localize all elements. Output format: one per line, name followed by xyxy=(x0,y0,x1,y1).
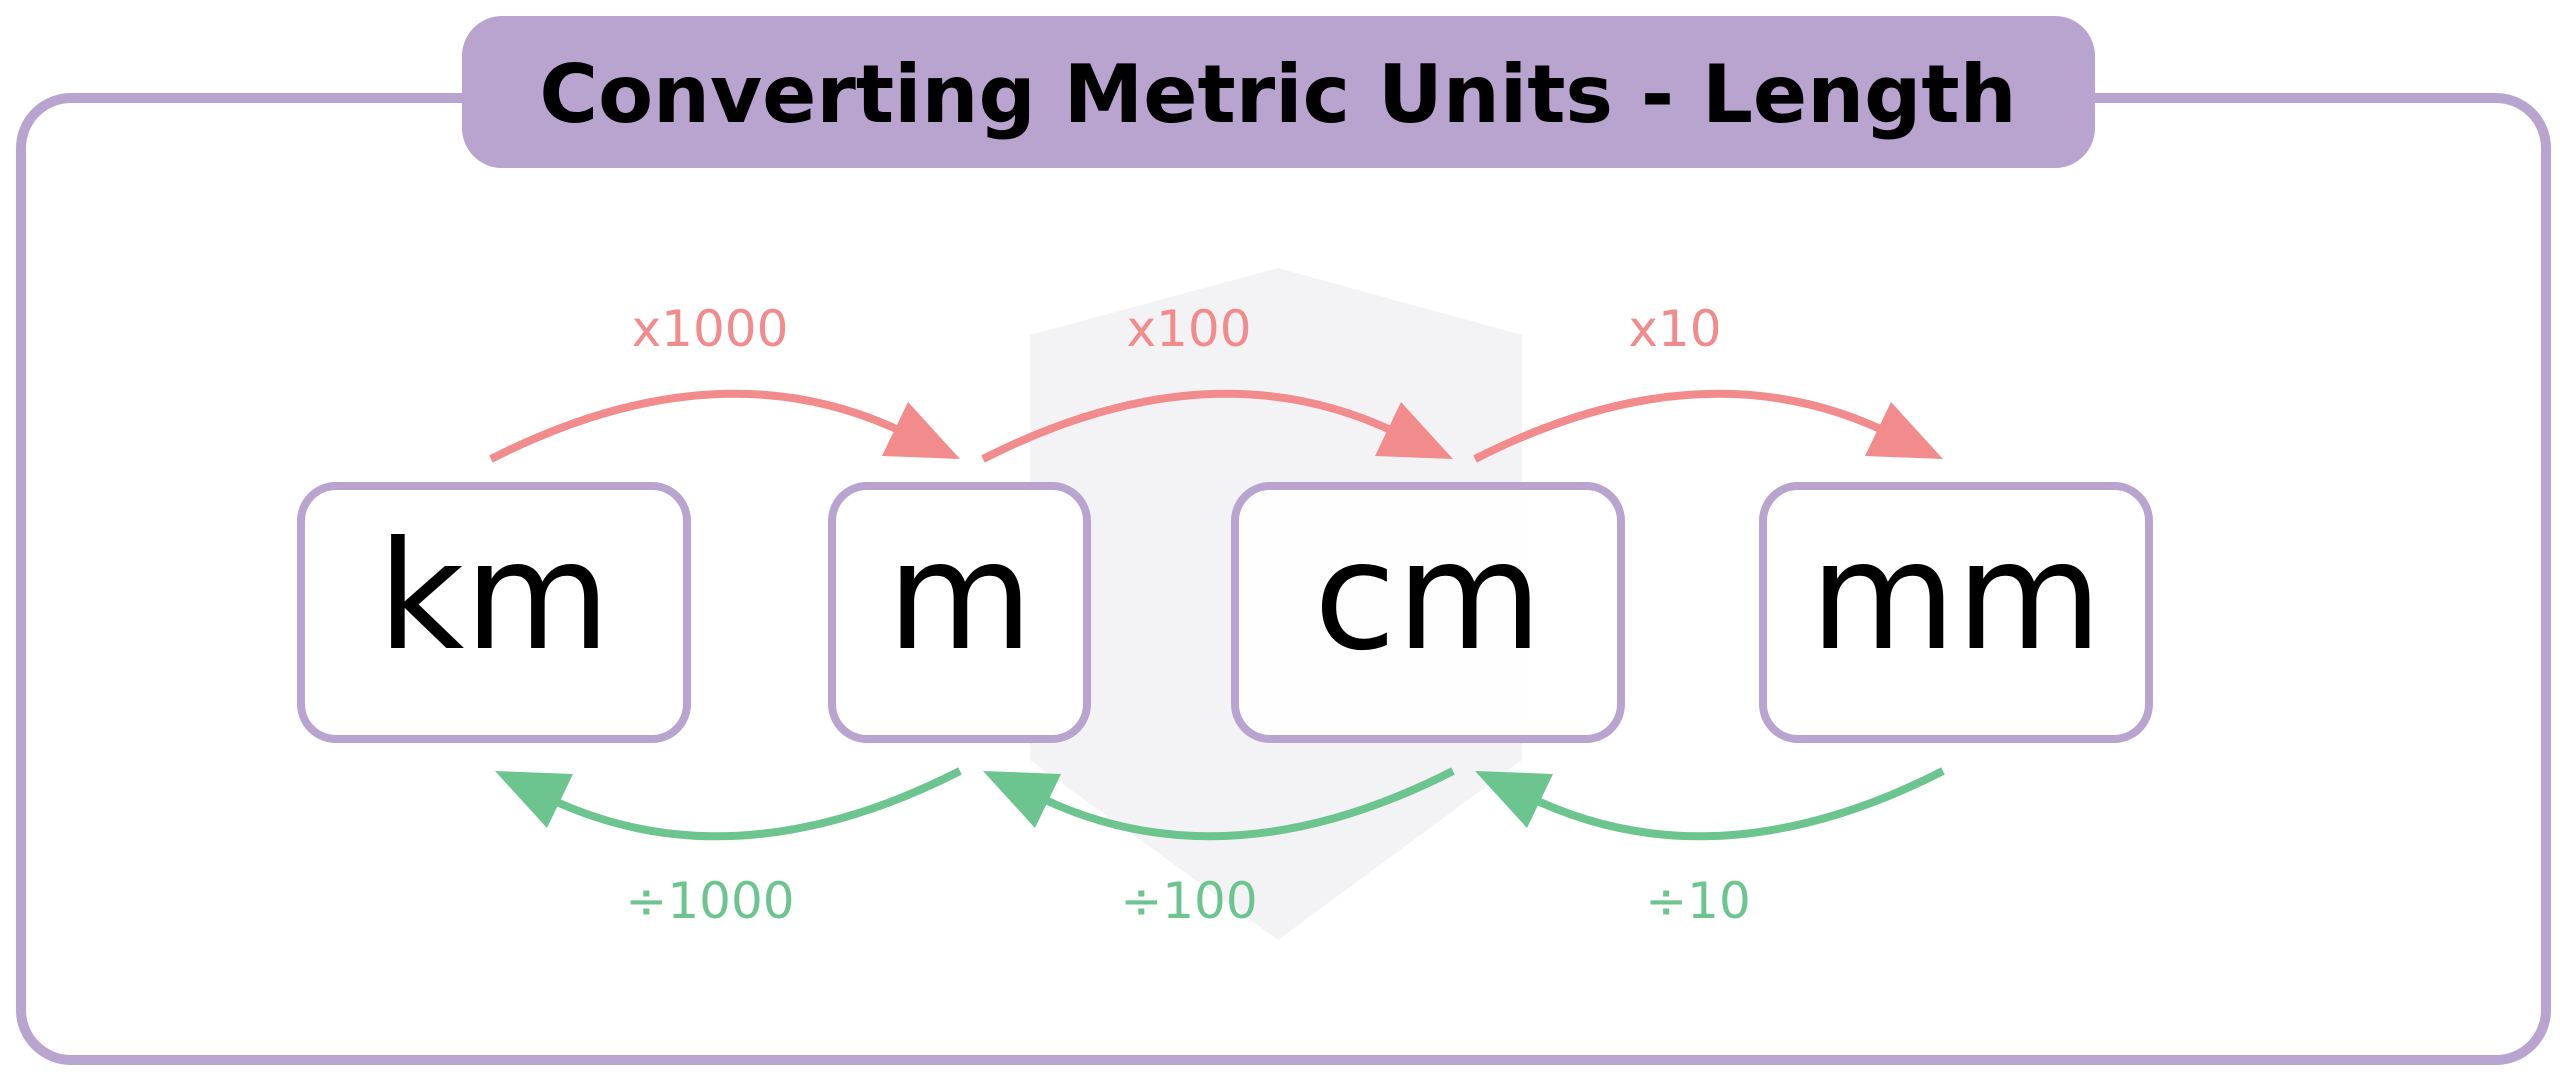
multiply-arrow-km-m xyxy=(489,389,917,463)
unit-label-km: km xyxy=(378,510,611,684)
arrowhead-icon xyxy=(983,771,1061,828)
arrowhead-icon xyxy=(1375,402,1453,459)
multiply-label-100: x100 xyxy=(1126,300,1251,358)
unit-box-km: km xyxy=(297,482,691,743)
unit-box-m: m xyxy=(828,482,1091,743)
divide-arrow-cm-m xyxy=(1027,767,1455,841)
unit-label-mm: mm xyxy=(1810,510,2102,684)
multiply-arrow-cm-mm xyxy=(1473,389,1901,463)
multiply-label-1000: x1000 xyxy=(632,300,789,358)
arrowhead-icon xyxy=(495,771,573,828)
title-banner xyxy=(462,16,2095,168)
divide-arrow-m-km xyxy=(534,767,962,841)
unit-label-m: m xyxy=(887,510,1033,684)
multiply-label-10: x10 xyxy=(1628,300,1721,358)
arrowhead-icon xyxy=(882,402,960,459)
divide-label-100: ÷100 xyxy=(1120,872,1257,930)
page-title: Converting Metric Units - Length xyxy=(539,48,2016,141)
arrowhead-icon xyxy=(1475,771,1553,828)
divide-arrow-mm-cm xyxy=(1517,767,1945,841)
unit-box-cm: cm xyxy=(1231,482,1625,743)
arrowhead-icon xyxy=(1865,402,1943,459)
divide-label-1000: ÷1000 xyxy=(625,872,794,930)
unit-label-cm: cm xyxy=(1314,510,1543,684)
unit-box-mm: mm xyxy=(1759,482,2153,743)
divide-label-10: ÷10 xyxy=(1645,872,1751,930)
multiply-arrow-m-cm xyxy=(981,389,1409,463)
